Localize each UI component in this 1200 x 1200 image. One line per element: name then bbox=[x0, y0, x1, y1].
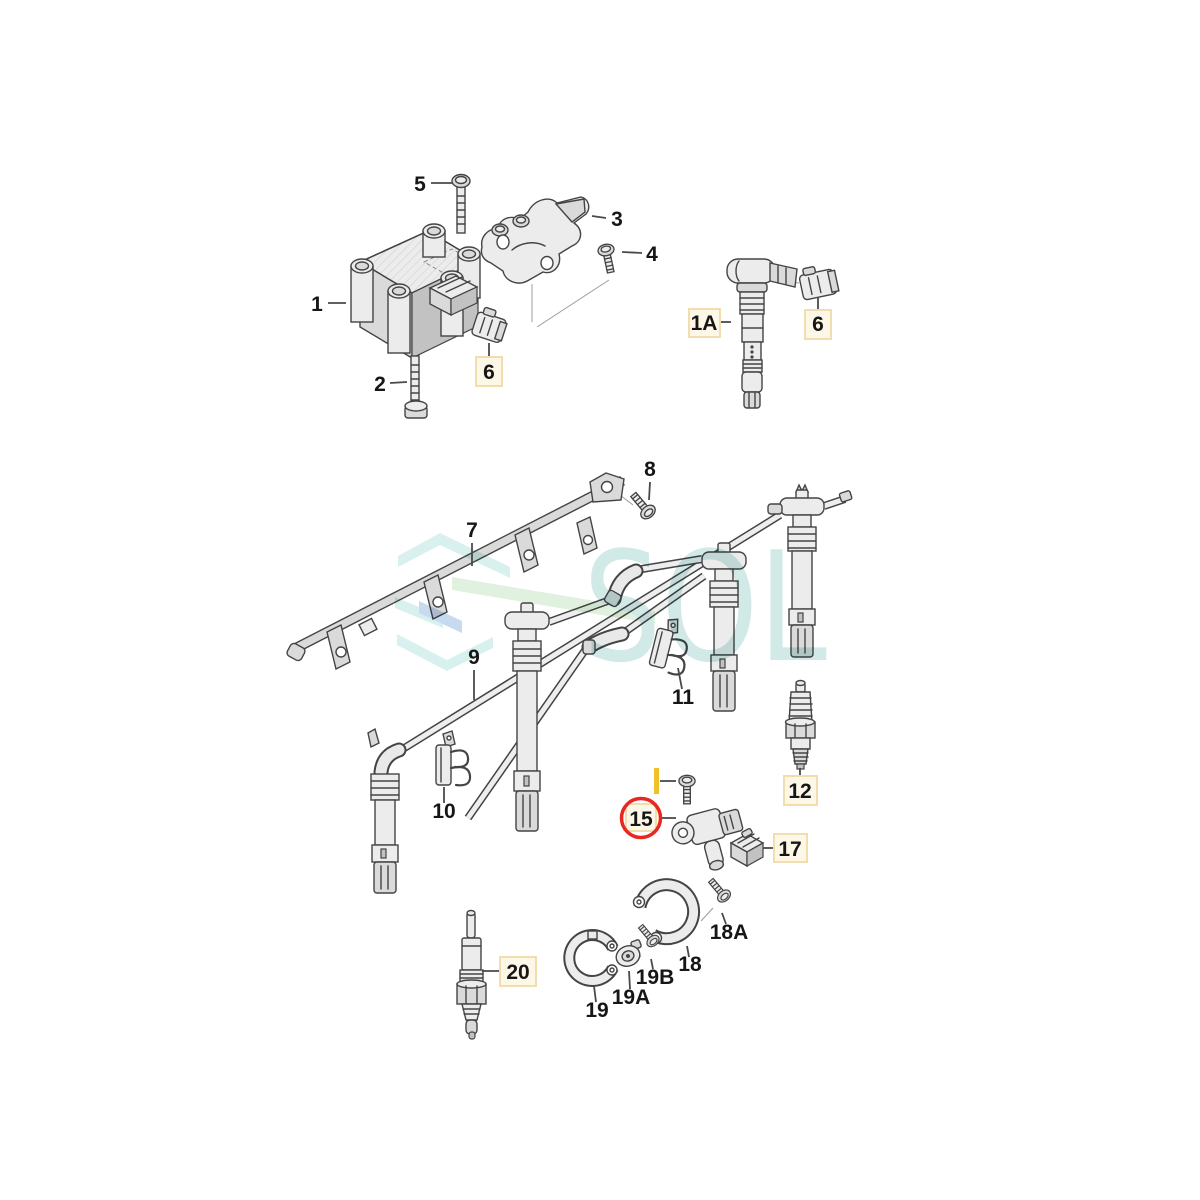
part-label-1a: 1A bbox=[691, 312, 718, 335]
coil-connector-socket bbox=[428, 275, 479, 317]
part-6-connector-b bbox=[798, 266, 840, 301]
leader-lines bbox=[328, 182, 819, 1003]
spark-plug-wire-boot-d bbox=[767, 483, 825, 658]
part-2-bolt bbox=[404, 355, 428, 419]
part-label-box-6b bbox=[804, 309, 832, 340]
part-label-15: 15 bbox=[629, 808, 653, 831]
cable-elbow-2 bbox=[581, 626, 630, 655]
spark-plug-wire-boot-b bbox=[504, 602, 550, 832]
part-label-box-15 bbox=[625, 803, 657, 832]
part-9-ignition-cable-set bbox=[367, 483, 853, 894]
watermark-chevron-bottom bbox=[397, 634, 493, 671]
part-10-cable-clip bbox=[435, 730, 472, 787]
part-4-bolt bbox=[596, 242, 620, 275]
spark-plug-wire-boot-c bbox=[701, 542, 747, 712]
part-7-wiring-rail bbox=[286, 472, 625, 671]
part-label-20: 20 bbox=[506, 961, 529, 984]
part-label-11: 11 bbox=[672, 686, 695, 709]
watermark: SOL bbox=[395, 519, 827, 696]
part-labels: 1 2 5 3 4 6 1A 6 7 8 9 10 11 12 15 17 18… bbox=[311, 173, 832, 1022]
part-label-18: 18 bbox=[678, 953, 702, 976]
part-label-box-20 bbox=[499, 956, 537, 987]
part-label-9: 9 bbox=[468, 646, 480, 669]
part-label-18a: 18A bbox=[710, 921, 749, 944]
part-12-spark-plug bbox=[784, 679, 816, 770]
part-label-box-17 bbox=[773, 833, 808, 863]
part-label-box-1a bbox=[688, 308, 721, 338]
part-label-3: 3 bbox=[611, 208, 623, 231]
part-5-bolt bbox=[451, 173, 471, 234]
part-label-19: 19 bbox=[585, 999, 608, 1022]
part-15-camshaft-position-sensor bbox=[671, 808, 744, 871]
part-11-cable-clip bbox=[648, 618, 688, 676]
part-8-bolt bbox=[626, 488, 659, 523]
part-label-box-12 bbox=[783, 775, 818, 806]
sensor-bolt bbox=[678, 774, 696, 805]
part-1a-pencil-ignition-coil bbox=[726, 258, 798, 409]
part-label-12: 12 bbox=[788, 780, 811, 803]
part-19a-sensor-wheel bbox=[615, 939, 642, 967]
highlight-bar bbox=[654, 768, 659, 794]
part-17-sensor-connector bbox=[729, 828, 765, 868]
highlight-circle-15 bbox=[619, 796, 663, 840]
watermark-text: SOL bbox=[583, 519, 827, 696]
part-3-mounting-bracket bbox=[480, 196, 590, 284]
part-18-half-shell bbox=[632, 878, 701, 946]
part-label-6a: 6 bbox=[483, 361, 495, 384]
watermark-chevron-top bbox=[398, 533, 510, 578]
part-label-box-6a bbox=[475, 356, 503, 387]
cable-elbow-1 bbox=[603, 563, 644, 608]
part-19-half-shell bbox=[563, 929, 619, 987]
part-label-6b: 6 bbox=[812, 313, 824, 336]
part-label-8: 8 bbox=[644, 458, 656, 481]
part-label-4: 4 bbox=[646, 243, 658, 266]
part-label-10: 10 bbox=[432, 800, 455, 823]
part-label-5: 5 bbox=[414, 173, 426, 196]
part-1-ignition-coil-pack bbox=[350, 223, 481, 360]
watermark-ribbon-blue bbox=[419, 601, 462, 633]
spark-plug-wire-boot-a bbox=[367, 727, 407, 894]
part-label-7: 7 bbox=[466, 519, 478, 542]
part-label-17: 17 bbox=[778, 838, 801, 861]
part-6-connector-a bbox=[471, 306, 508, 344]
part-label-19a: 19A bbox=[612, 986, 651, 1009]
part-label-2: 2 bbox=[374, 373, 386, 396]
part-18a-bolt bbox=[704, 875, 734, 906]
part-label-19b: 19B bbox=[636, 966, 675, 989]
part-20-glow-plug bbox=[456, 909, 487, 1040]
part-label-1: 1 bbox=[311, 293, 323, 316]
watermark-ribbon-green bbox=[452, 577, 655, 624]
